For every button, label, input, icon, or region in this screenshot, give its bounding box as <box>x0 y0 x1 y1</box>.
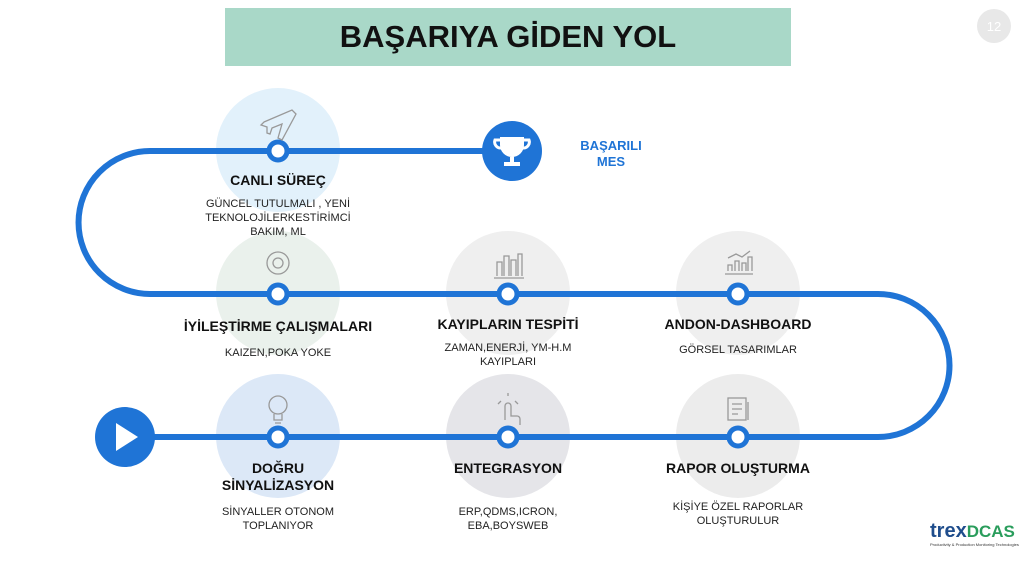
step-desc: GÖRSEL TASARIMLAR <box>679 344 797 356</box>
step-label: RAPOR OLUŞTURMA <box>666 460 810 476</box>
touch-icon <box>497 393 521 425</box>
step-label: CANLI SÜREÇ <box>230 172 326 188</box>
step-desc: ZAMAN,ENERJİ, YM-H.M KAYIPLARI <box>444 342 572 368</box>
page-number: 12 <box>977 9 1011 43</box>
gear-icon <box>266 251 290 275</box>
play-icon <box>95 407 155 467</box>
trophy-icon <box>482 121 542 181</box>
step-label: DOĞRU SİNYALİZASYON <box>221 460 335 493</box>
step-desc: GÜNCEL TUTULMALI , YENİ TEKNOLOJİLERKEST… <box>205 198 351 238</box>
lightbulb-icon <box>268 395 288 424</box>
report-icon <box>727 397 749 421</box>
step-label: ANDON-DASHBOARD <box>664 316 812 332</box>
dashboard-chart-icon <box>725 250 753 275</box>
node <box>266 139 290 163</box>
step-label: İYİLEŞTİRME ÇALIŞMALARI <box>183 318 373 334</box>
node <box>266 282 290 306</box>
step-label: KAYIPLARIN TESPİTİ <box>437 316 579 332</box>
node <box>496 282 520 306</box>
step-desc: ERP,QDMS,ICRON, EBA,BOYSWEB <box>458 506 558 532</box>
bar-chart-icon <box>494 253 524 279</box>
node <box>726 282 750 306</box>
step-desc: KAIZEN,POKA YOKE <box>224 347 332 359</box>
node <box>496 425 520 449</box>
step-desc: KİŞİYE ÖZEL RAPORLAR OLUŞTURULUR <box>672 501 804 527</box>
node <box>726 425 750 449</box>
page-title: BAŞARIYA GİDEN YOL <box>225 8 791 66</box>
node <box>266 425 290 449</box>
airplane-icon <box>259 109 297 141</box>
step-label: ENTEGRASYON <box>453 460 563 476</box>
step-desc: SİNYALLER OTONOM TOPLANIYOR <box>221 506 335 532</box>
